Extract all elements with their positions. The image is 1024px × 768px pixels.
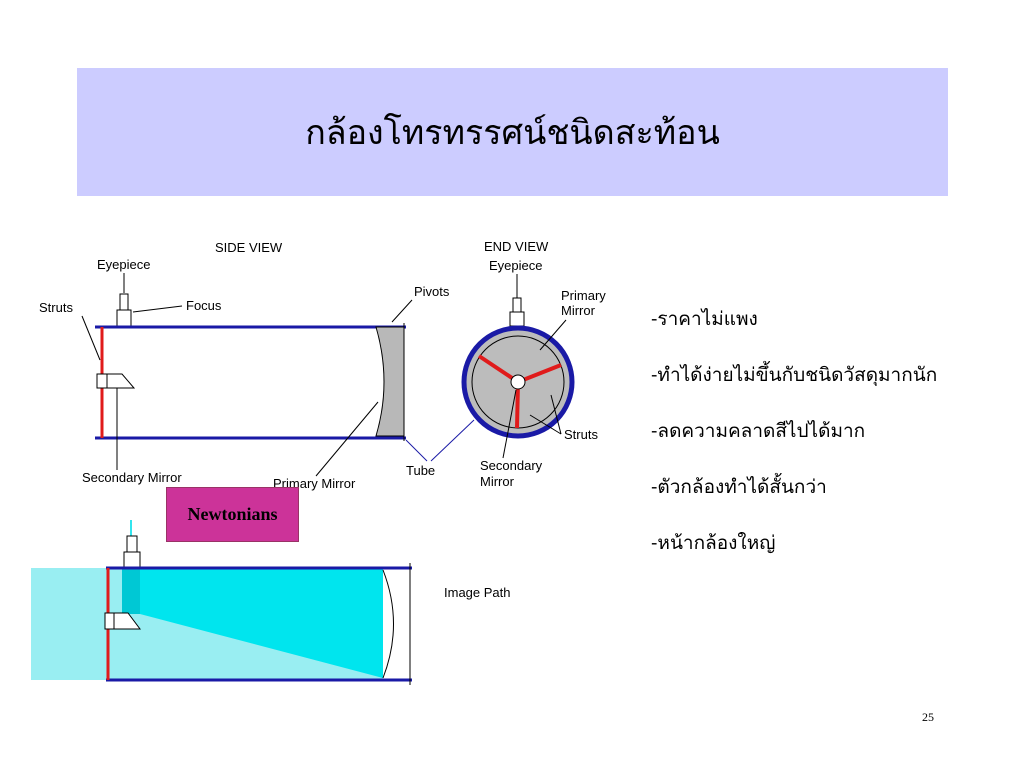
end-secondary-label-line2: Mirror (480, 474, 515, 489)
image-path-label: Image Path (444, 585, 511, 600)
end-primary-label-line1: Primary (561, 288, 606, 303)
list-item: -ตัวกล้องทำได้สั้นกว่า (651, 476, 827, 498)
path-secondary-mirror (113, 612, 141, 630)
list-item: -ลดความคลาดสีไปได้มาก (651, 420, 866, 442)
end-strut-right (517, 363, 562, 384)
end-eyepiece (512, 297, 522, 313)
tube-pointer-side (405, 439, 428, 462)
secondary-mirror-holder (96, 373, 108, 389)
end-focuser (509, 311, 525, 327)
end-view: END VIEW Eyepiece Primary Mirror Struts … (461, 239, 606, 489)
newtonian-telescope-diagram: SIDE VIEW Eyepiece Struts Focus Pivots S… (31, 239, 606, 685)
tube-label: Tube (406, 463, 435, 478)
end-struts-label: Struts (564, 427, 598, 442)
primary-mirror (375, 326, 405, 437)
end-secondary-label-line1: Secondary (480, 458, 543, 473)
path-eyepiece (126, 535, 138, 553)
list-item: -หน้ากล้องใหญ่ (651, 532, 776, 554)
end-strut-bottom (515, 381, 520, 429)
side-view: SIDE VIEW Eyepiece Struts Focus Pivots S… (39, 240, 475, 491)
slide-number: 25 (922, 710, 934, 724)
end-view-label: END VIEW (484, 239, 549, 254)
newtonians-label: Newtonians (166, 487, 299, 542)
path-secondary-holder (104, 612, 115, 630)
end-primary-label-line2: Mirror (561, 303, 596, 318)
image-path-view: Image Path (31, 520, 511, 685)
end-struts-pointer-b (550, 394, 562, 435)
side-view-label: SIDE VIEW (215, 240, 283, 255)
struts-pointer (81, 315, 101, 361)
focus-pointer (132, 305, 183, 313)
path-primary-mirror (382, 569, 394, 679)
list-item: -ราคาไม่แพง (651, 308, 758, 330)
focus-label: Focus (186, 298, 222, 313)
pivots-pointer (391, 299, 413, 323)
eyepiece-label: Eyepiece (97, 257, 150, 272)
secondary-mirror (106, 373, 136, 389)
path-focuser (123, 551, 141, 569)
end-eyepiece-label: Eyepiece (489, 258, 542, 273)
focuser (116, 309, 132, 328)
struts-label: Struts (39, 300, 73, 315)
end-secondary-pointer (502, 389, 517, 459)
title-banner: กล้องโทรทรรศน์ชนิดสะท้อน (77, 68, 948, 196)
secondary-mirror-label: Secondary Mirror (82, 470, 182, 485)
reflected-light-cone (140, 568, 383, 678)
primary-mirror-pointer (315, 401, 379, 477)
list-item: -ทำได้ง่ายไม่ขึ้นกับชนิดวัสดุมากนัก (651, 364, 938, 386)
eyepiece (119, 293, 129, 311)
advantages-list: -ราคาไม่แพง -ทำได้ง่ายไม่ขึ้นกับชนิดวัสด… (651, 302, 937, 582)
pivots-label: Pivots (414, 284, 450, 299)
end-struts-pointer-a (529, 414, 562, 435)
tube-pointer-end (430, 419, 475, 462)
end-secondary-mirror (510, 374, 526, 390)
slide-title: กล้องโทรทรรศน์ชนิดสะท้อน (305, 113, 720, 153)
focused-beam (122, 568, 140, 614)
end-strut-left (477, 354, 520, 384)
end-primary-pointer (539, 319, 567, 351)
